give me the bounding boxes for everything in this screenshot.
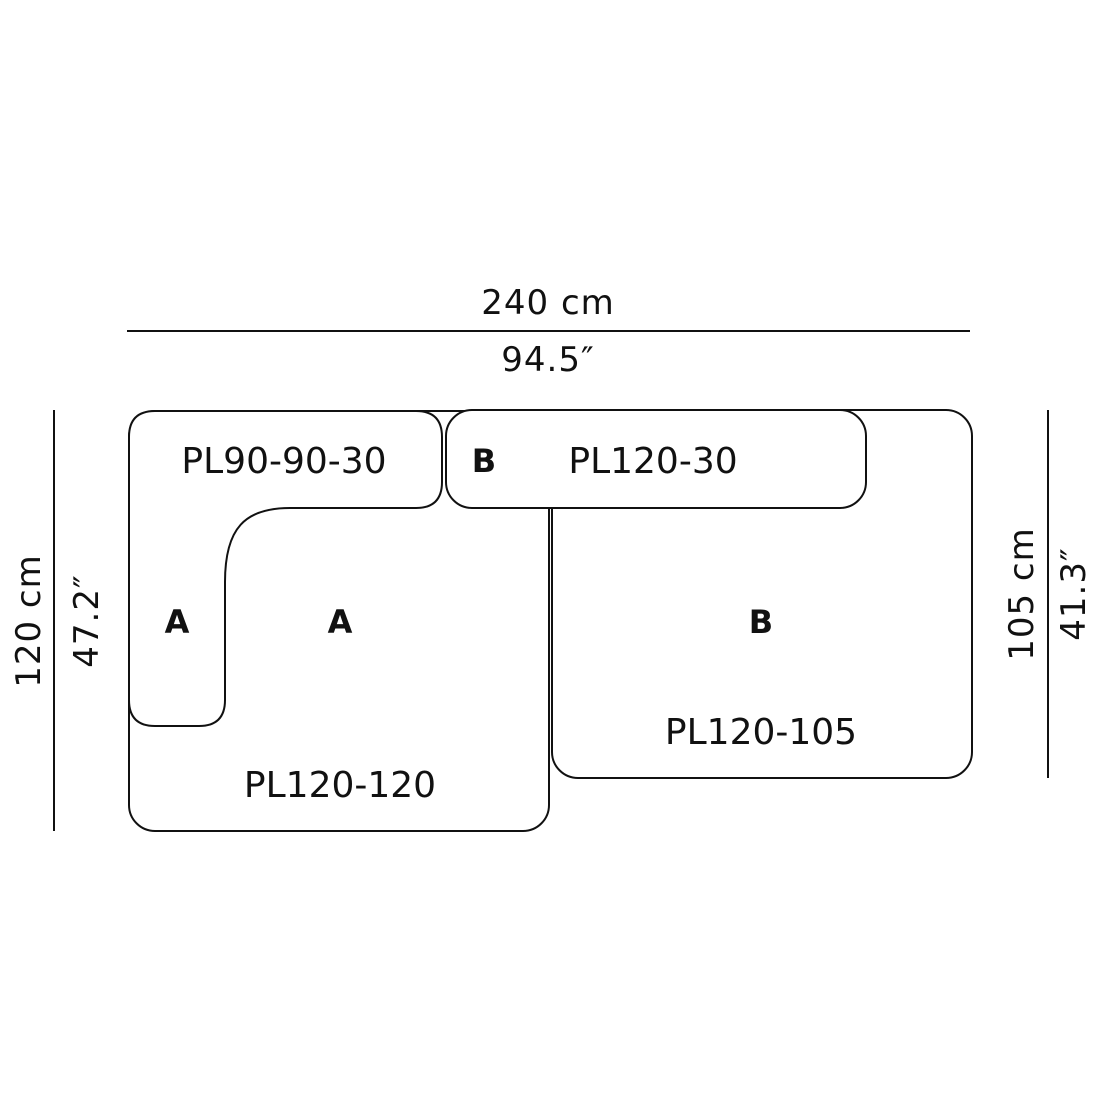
- corner-back-code: PL90-90-30: [181, 441, 386, 482]
- corner-back-letter: A: [165, 603, 190, 641]
- corner-back-module: [128, 410, 443, 727]
- right-seat-code: PL120-105: [665, 712, 857, 753]
- width-in-label: 94.5″: [501, 340, 594, 380]
- right-seat-letter: B: [749, 603, 773, 641]
- top-back-letter: B: [472, 442, 496, 480]
- left-height-in-label: 47.2″: [67, 574, 107, 667]
- top-back-code: PL120-30: [568, 441, 737, 482]
- left-seat-code: PL120-120: [244, 765, 436, 806]
- left-seat-letter: A: [328, 603, 353, 641]
- right-height-cm-label: 105 cm: [1002, 527, 1042, 661]
- width-cm-label: 240 cm: [481, 283, 615, 323]
- right-height-in-label: 41.3″: [1054, 547, 1094, 640]
- left-height-cm-label: 120 cm: [9, 554, 49, 688]
- top-back-module: [445, 409, 867, 509]
